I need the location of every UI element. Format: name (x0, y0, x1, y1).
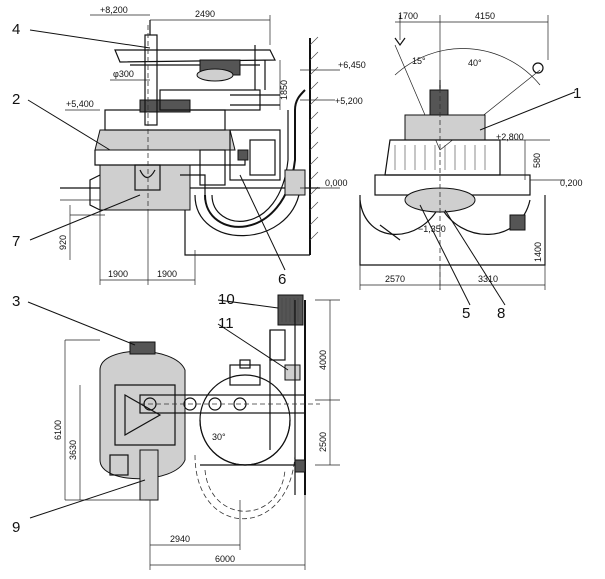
dimension-labels-top-right: 1700 4150 15° 40° +2,800 580 0,200 −1,35… (385, 11, 583, 284)
wall-hatching (309, 36, 319, 241)
dim-elev-5400: +5,400 (66, 99, 94, 109)
callout-3: 3 (12, 293, 20, 310)
dimension-labels-bottom: 4000 6100 3630 2500 30° 2940 6000 (53, 350, 328, 564)
callout-2: 2 (12, 91, 20, 108)
dim-4150: 4150 (475, 11, 495, 21)
front-elevation-view (359, 15, 565, 290)
dim-920: 920 (58, 235, 68, 250)
dim-elev-0200: 0,200 (560, 178, 583, 188)
callout-6: 6 (278, 271, 286, 288)
callout-8: 8 (497, 305, 505, 322)
plan-view (64, 294, 340, 570)
dim-elev-neg1350: −1,350 (418, 224, 446, 234)
callout-labels: 4 2 7 6 1 5 8 3 9 10 11 (12, 21, 581, 536)
callout-9: 9 (12, 519, 20, 536)
furnace-roof (94, 129, 236, 151)
dim-elev-8200: +8,200 (100, 5, 128, 15)
dimension-labels-top-left: +8,200 2490 +6,450 1850 φ300 +5,400 +5,2… (58, 5, 366, 279)
callout-10: 10 (218, 291, 235, 308)
callout-11: 11 (218, 315, 234, 332)
dim-angle-40: 40° (468, 58, 482, 68)
dim-2490: 2490 (195, 9, 215, 19)
dim-elev-0000: 0,000 (325, 178, 348, 188)
dim-1400: 1400 (533, 242, 543, 262)
dim-6100: 6100 (53, 420, 63, 440)
callout-7: 7 (12, 233, 20, 250)
leader-lines (27, 29, 576, 519)
side-elevation-view (60, 14, 340, 285)
dim-1900-b: 1900 (157, 269, 177, 279)
dim-6000: 6000 (215, 554, 235, 564)
callout-4: 4 (12, 21, 20, 38)
dim-elev-5200: +5,200 (335, 96, 363, 106)
dim-phi300: φ300 (113, 69, 134, 79)
dim-angle-15: 15° (412, 56, 426, 66)
top-connector (129, 341, 156, 355)
dim-angle-30: 30° (212, 432, 226, 442)
dim-4000: 4000 (318, 350, 328, 370)
dim-2940: 2940 (170, 534, 190, 544)
callout-5: 5 (462, 305, 470, 322)
furnace-body (99, 164, 191, 211)
dim-3630: 3630 (68, 440, 78, 460)
dim-elev-2800: +2,800 (496, 132, 524, 142)
dim-2570: 2570 (385, 274, 405, 284)
dim-1700: 1700 (398, 11, 418, 21)
dim-3310: 3310 (478, 274, 498, 284)
dim-580: 580 (532, 153, 542, 168)
callout-1: 1 (573, 85, 581, 102)
dim-elev-6450: +6,450 (338, 60, 366, 70)
dim-1850: 1850 (279, 80, 289, 100)
dim-1900-a: 1900 (108, 269, 128, 279)
dim-2500: 2500 (318, 432, 328, 452)
